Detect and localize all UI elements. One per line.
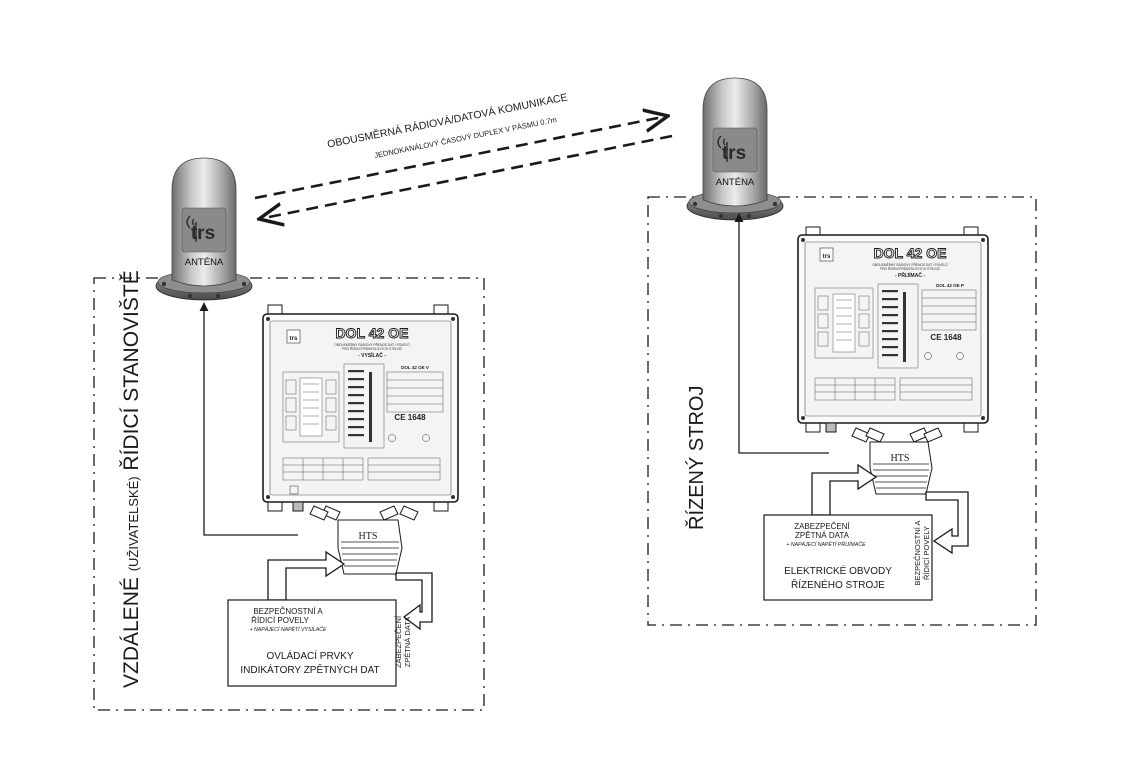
left-hts-label: HTS	[359, 531, 378, 542]
left-box-main-line2: INDIKÁTORY ZPĚTNÝCH DAT	[240, 663, 379, 676]
right-machine-box	[763, 514, 933, 601]
left-device-ce: CE 1648	[394, 413, 426, 422]
right-device-ce: CE 1648	[930, 333, 962, 342]
left-safety-line2: ŘÍDICÍ POVELY	[251, 616, 309, 625]
left-safety-note: + NAPÁJECÍ NAPĚTÍ VYSÍLAČE	[250, 625, 327, 633]
right-feedback-line2: ZPĚTNÁ DATA	[795, 531, 850, 540]
left-feedback-line1: ZABEZPEČENÍ	[394, 615, 403, 668]
right-device-role: - PŘIJÍMAČ -	[895, 271, 925, 279]
left-device-logo: trs	[290, 336, 298, 342]
left-device-variant: DOL 42 OE V	[401, 365, 429, 370]
left-antenna-logo: trs	[191, 223, 215, 244]
right-antenna: trs ANTÉNA	[686, 77, 784, 221]
left-antenna-label: ANTÉNA	[185, 257, 224, 268]
right-safety-line1: BEZPEČNOSTNÍ A	[913, 520, 922, 585]
right-feedback-line1: ZABEZPEČENÍ	[794, 522, 850, 531]
right-box-main-line2: ŘÍZENÉHO STROJE	[791, 578, 885, 591]
right-zone-boundary	[647, 196, 1037, 626]
left-device: trs DOL 42 OE OBOUSMĚRNÝ RÁDIOVÝ PŘENOS …	[262, 304, 459, 575]
right-device-logo: trs	[823, 254, 831, 260]
left-antenna-cable	[199, 302, 298, 536]
signal-icon	[186, 215, 197, 242]
right-zone-label: ŘÍZENÝ STROJ	[685, 386, 708, 530]
signal-icon	[717, 135, 728, 162]
right-command-arrow	[925, 491, 969, 555]
right-device-model: DOL 42 OE	[874, 245, 947, 261]
radio-link-arrow-up	[254, 116, 668, 200]
right-feedback-arrow	[811, 463, 878, 516]
left-device-model: DOL 42 OE	[336, 325, 409, 341]
right-box-main-line1: ELEKTRICKÉ OBVODY	[784, 564, 892, 577]
right-device-line2: PRO ŘÍZENÍ PRŮMYSLOVÝCH STROJŮ	[880, 266, 940, 271]
right-safety-line2: ŘÍDICÍ POVELY	[922, 526, 931, 580]
right-antenna-label: ANTÉNA	[716, 177, 755, 188]
left-feedback-line2: ZPĚTNÁ DATA	[403, 617, 412, 668]
right-device: trs DOL 42 OE OBOUSMĚRNÝ RÁDIOVÝ PŘENOS …	[797, 226, 989, 495]
left-device-line1: OBOUSMĚRNÝ RÁDIOVÝ PŘENOS DAT / POVELŮ	[334, 342, 410, 347]
right-device-line1: OBOUSMĚRNÝ RÁDIOVÝ PŘENOS DAT / POVELŮ	[872, 262, 948, 267]
left-feedback-arrow	[395, 572, 433, 631]
radio-link-arrow-down	[259, 134, 673, 219]
left-antenna: trs ANTÉNA	[155, 157, 253, 301]
right-device-variant: DOL 42 OE P	[936, 283, 964, 288]
left-device-role: - VYSÍLAČ -	[358, 351, 386, 359]
right-hts-label: HTS	[891, 453, 910, 464]
radio-link: OBOUSMĚRNÁ RÁDIOVÁ/DATOVÁ KOMUNIKACE JED…	[254, 90, 673, 219]
right-antenna-cable	[734, 213, 829, 454]
left-safety-line1: BEZPEČNOSTNÍ A	[253, 607, 323, 616]
left-zone-label: VZDÁLENÉ (UŽIVATELSKÉ) ŘÍDICÍ STANOVIŠTĚ	[120, 270, 143, 688]
left-command-arrow	[267, 550, 346, 601]
right-antenna-logo: trs	[722, 143, 746, 164]
left-zone-boundary	[93, 277, 485, 711]
left-device-line2: PRO ŘÍZENÍ PRŮMYSLOVÝCH STROJŮ	[342, 346, 402, 351]
left-box-main-line1: OVLÁDACÍ PRVKY	[266, 649, 353, 662]
left-control-box	[227, 599, 397, 687]
right-feedback-note: + NAPÁJECÍ NAPĚTÍ PŘIJÍMAČE	[786, 540, 866, 548]
